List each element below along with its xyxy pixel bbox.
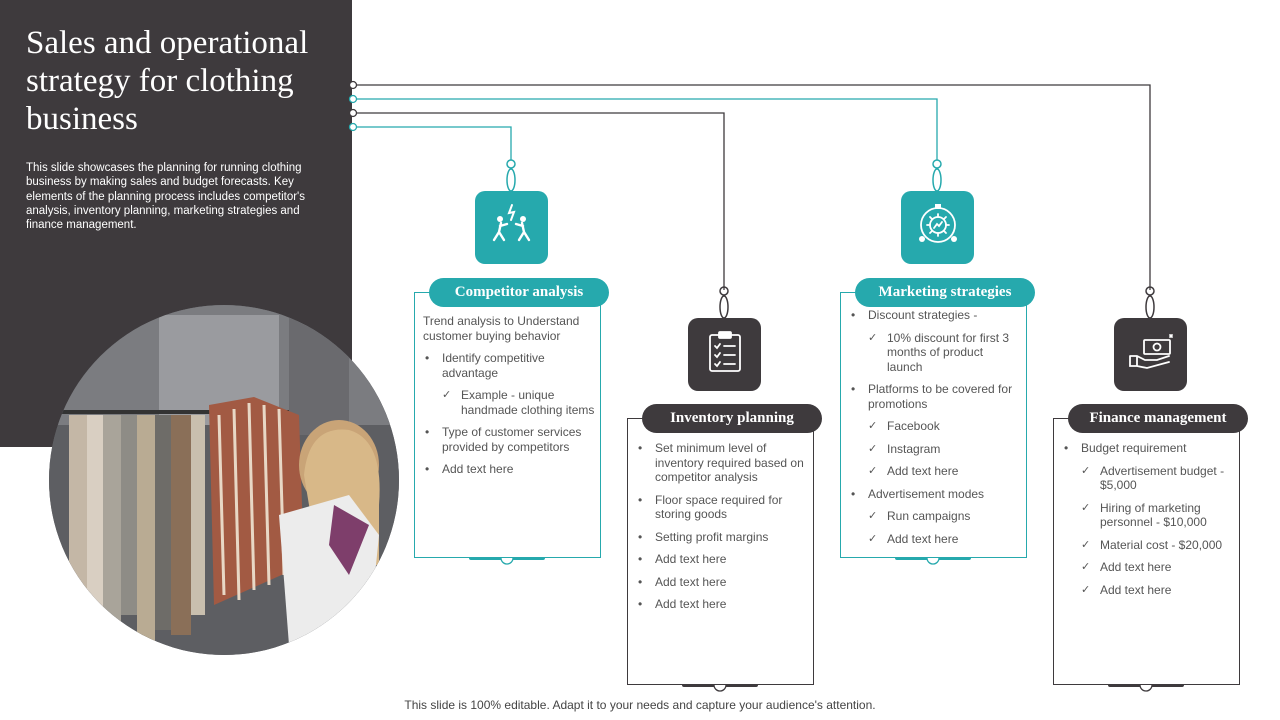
list-item: 10% discount for first 3 months of produ… — [849, 331, 1021, 375]
list-item: Add text here — [423, 462, 595, 477]
footer-note: This slide is 100% editable. Adapt it to… — [404, 698, 876, 712]
list-item: Add text here — [636, 552, 808, 567]
inventory-icon-box — [688, 318, 761, 391]
finance-management-title: Finance management — [1068, 404, 1248, 433]
list-item: Add text here — [1062, 583, 1234, 598]
list-item: Setting profit margins — [636, 530, 808, 545]
list-item: Platforms to be covered for promotions — [849, 382, 1021, 411]
list-item: Facebook — [849, 419, 1021, 434]
list-item: Add text here — [849, 532, 1021, 547]
list-item: Discount strategies - — [849, 308, 1021, 323]
finance-management-content: Budget requirement Advertisement budget … — [1062, 441, 1234, 605]
competitor-analysis-title: Competitor analysis — [429, 278, 609, 307]
list-item: Type of customer services provided by co… — [423, 425, 595, 454]
list-item: Floor space required for storing goods — [636, 493, 808, 522]
money-hand-icon — [1127, 332, 1175, 377]
finance-icon-box — [1114, 318, 1187, 391]
list-item: Instagram — [849, 442, 1021, 457]
list-item: Advertisement modes — [849, 487, 1021, 502]
clothing-store-photo — [49, 305, 399, 655]
inventory-planning-content: Set minimum level of inventory required … — [636, 441, 808, 620]
list-item: Budget requirement — [1062, 441, 1234, 456]
slide-subtitle: This slide showcases the planning for ru… — [26, 162, 305, 232]
list-item: Example - unique handmade clothing items — [423, 388, 595, 417]
list-item: Advertisement budget - $5,000 — [1062, 464, 1234, 493]
marketing-strategies-title: Marketing strategies — [855, 278, 1035, 307]
marketing-gear-icon — [914, 201, 962, 254]
inventory-planning-title: Inventory planning — [642, 404, 822, 433]
competition-runners-icon — [489, 202, 535, 253]
clipboard-checklist-icon — [705, 329, 745, 380]
marketing-icon-box — [901, 191, 974, 264]
list-item: Add text here — [1062, 560, 1234, 575]
list-item: Set minimum level of inventory required … — [636, 441, 808, 485]
list-item: Add text here — [636, 575, 808, 590]
competitor-icon-box — [475, 191, 548, 264]
competitor-intro-text: Trend analysis to Understand customer bu… — [423, 314, 580, 343]
list-item: Material cost - $20,000 — [1062, 538, 1234, 553]
list-item: Identify competitive advantage — [423, 351, 595, 380]
list-item: Run campaigns — [849, 509, 1021, 524]
marketing-strategies-content: Discount strategies - 10% discount for f… — [849, 308, 1021, 554]
competitor-analysis-content: Trend analysis to Understand customer bu… — [423, 314, 595, 485]
list-item: Add text here — [636, 597, 808, 612]
slide-title: Sales and operational strategy for cloth… — [26, 25, 309, 137]
list-item: Hiring of marketing personnel - $10,000 — [1062, 501, 1234, 530]
list-item: Add text here — [849, 464, 1021, 479]
